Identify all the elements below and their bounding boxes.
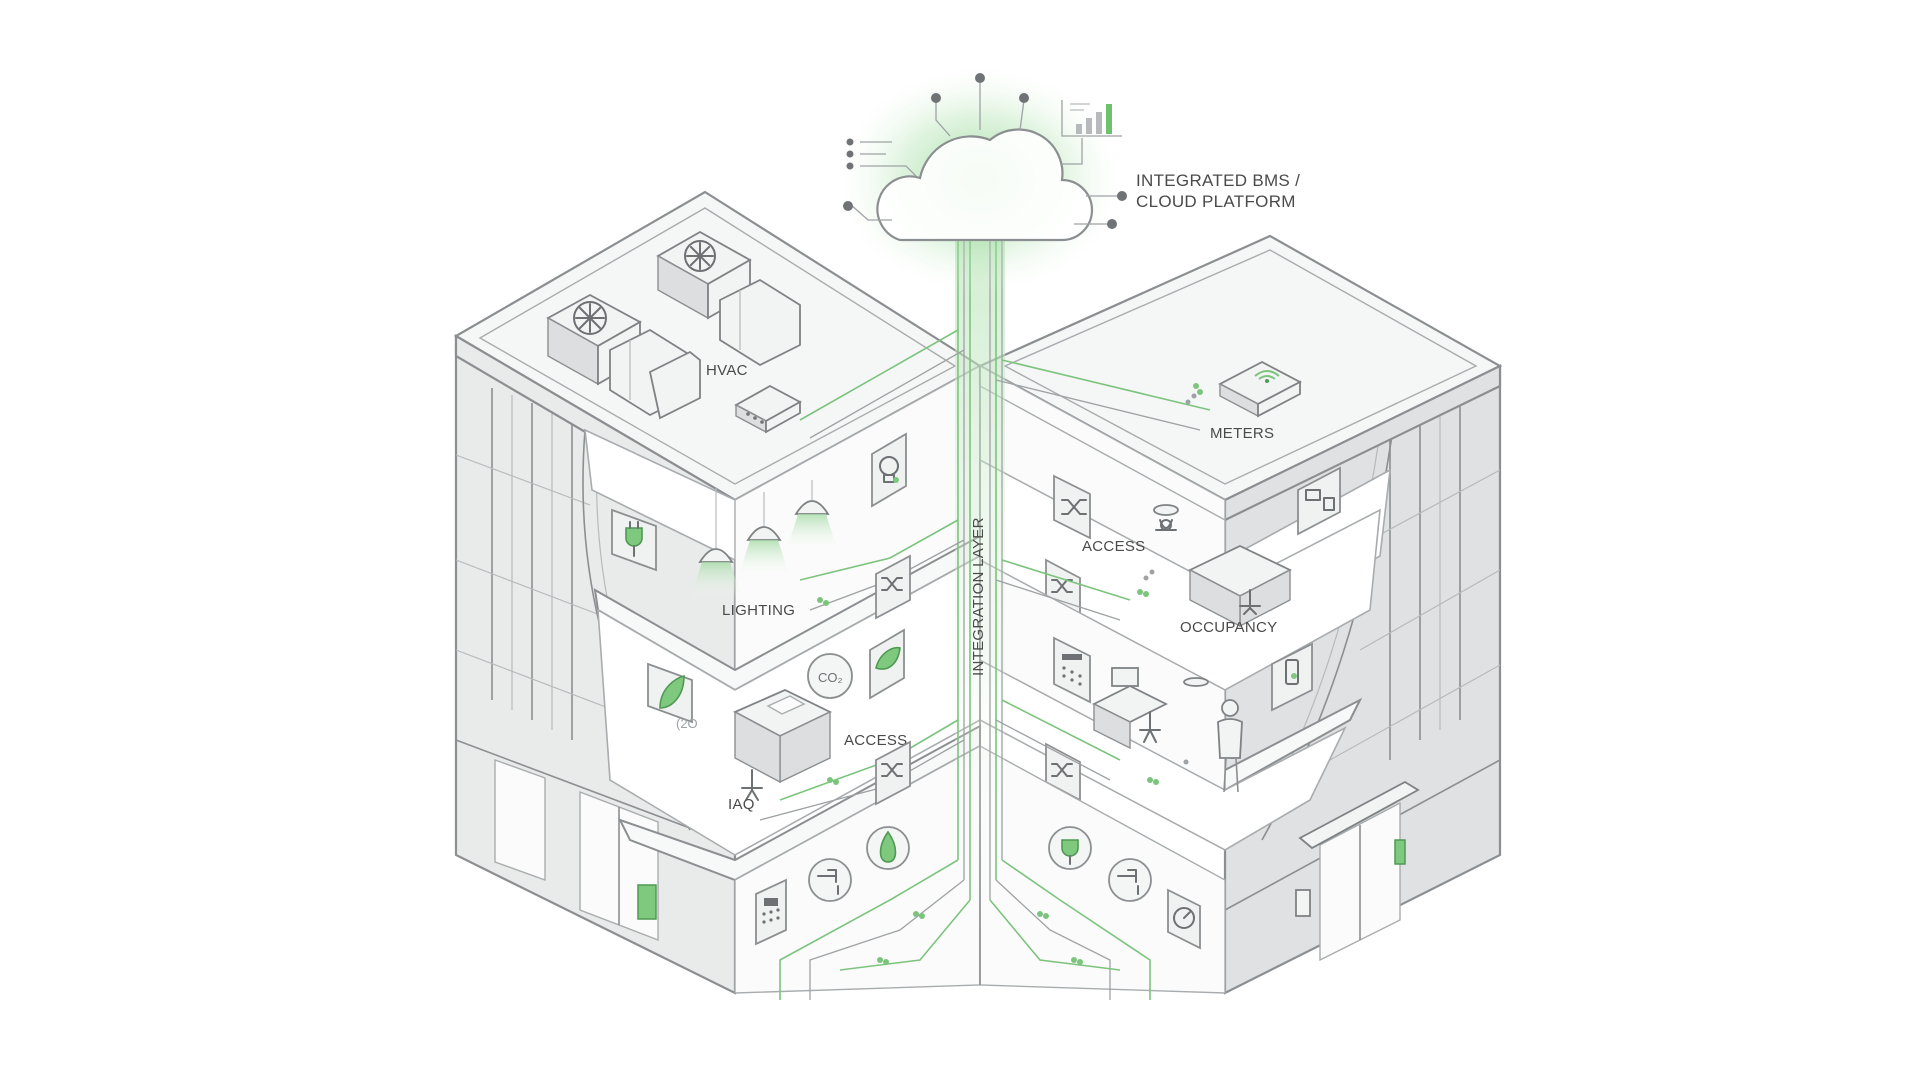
label-access-left: ACCESS (844, 732, 908, 749)
switch-tile-left-2 (875, 740, 911, 806)
access-sensor-icon (1153, 504, 1179, 531)
hvac-unit-2 (656, 230, 752, 320)
switch-icon (1061, 499, 1087, 515)
monitor-desk (1091, 667, 1169, 750)
occupancy-sensor-icon (1183, 677, 1209, 687)
left-building: HVAC LIGHTI (453, 190, 983, 995)
label-meters: ΜETERS (1210, 425, 1274, 442)
phone-tile (1271, 642, 1313, 712)
phone-icon (1285, 659, 1299, 685)
right-building: ΜETERS ACCESS OCCUPANC (977, 234, 1503, 995)
leaf-icon (659, 674, 685, 709)
duct-icon (609, 278, 801, 420)
svg-text:CO₂: CO₂ (818, 670, 843, 685)
label-integration-layer: INTEGRATION LAYER (970, 517, 987, 676)
plug-tile (611, 508, 657, 572)
desk-icon (732, 689, 833, 801)
co2-icon: CO₂ (807, 653, 853, 699)
keypad-tile (1053, 636, 1091, 704)
person-icon (1217, 699, 1243, 793)
integration-wires (759, 240, 1211, 1000)
decorative-marks (1143, 393, 1197, 765)
hvac-fan-icon-2 (684, 240, 716, 272)
leaf-tile-2 (869, 628, 905, 700)
router-icon (734, 384, 802, 434)
hvac-fan-icon (573, 301, 607, 335)
monitor-tile (1297, 466, 1341, 536)
label-cloud-line2: CLOUD PLATFORM (1136, 192, 1296, 211)
gauge-icon (1173, 907, 1195, 929)
flame-icon (879, 830, 897, 863)
label-occupancy: OCCUPANCY (1180, 619, 1277, 636)
cloud-platform: INTEGRATED BMS / CLOUD PLATFORM (830, 60, 1300, 300)
plug-icon-right (1061, 839, 1079, 857)
left-ground-window (494, 759, 546, 881)
left-card-reader-icon (637, 884, 657, 920)
hvac-unit-1 (546, 293, 642, 386)
switch-tile-left-1 (875, 554, 911, 620)
desk-icon-right (1187, 545, 1293, 628)
bulb-tile (871, 432, 907, 508)
right-card-reader-icon (1394, 839, 1406, 865)
monitor-icon (1305, 489, 1321, 501)
bar-chart-icon (1060, 100, 1122, 165)
label-access-right: ACCESS (1082, 538, 1146, 555)
label-cloud-line1: INTEGRATED BMS / (1136, 171, 1300, 190)
list-icon (846, 138, 917, 177)
water-tap-icon-right (1117, 869, 1139, 895)
label-hvac: HVAC (706, 362, 748, 379)
wifi-router-icon (1218, 360, 1302, 418)
right-basement-devices (1048, 826, 1201, 950)
plug-icon (625, 527, 643, 547)
right-facade-windows (1224, 400, 1501, 962)
pendant-light-icon (690, 480, 838, 600)
left-basement-devices (755, 826, 910, 946)
svg-text:(2O: (2O (676, 716, 698, 731)
water-tap-icon (817, 869, 839, 895)
switch-tile-1 (1053, 474, 1091, 540)
left-facade-windows (455, 388, 736, 942)
label-iaq: IAQ (728, 796, 755, 813)
cloud-icon (876, 128, 1094, 242)
label-lighting: LIGHTING (722, 602, 795, 619)
leaf-tile (647, 662, 693, 724)
